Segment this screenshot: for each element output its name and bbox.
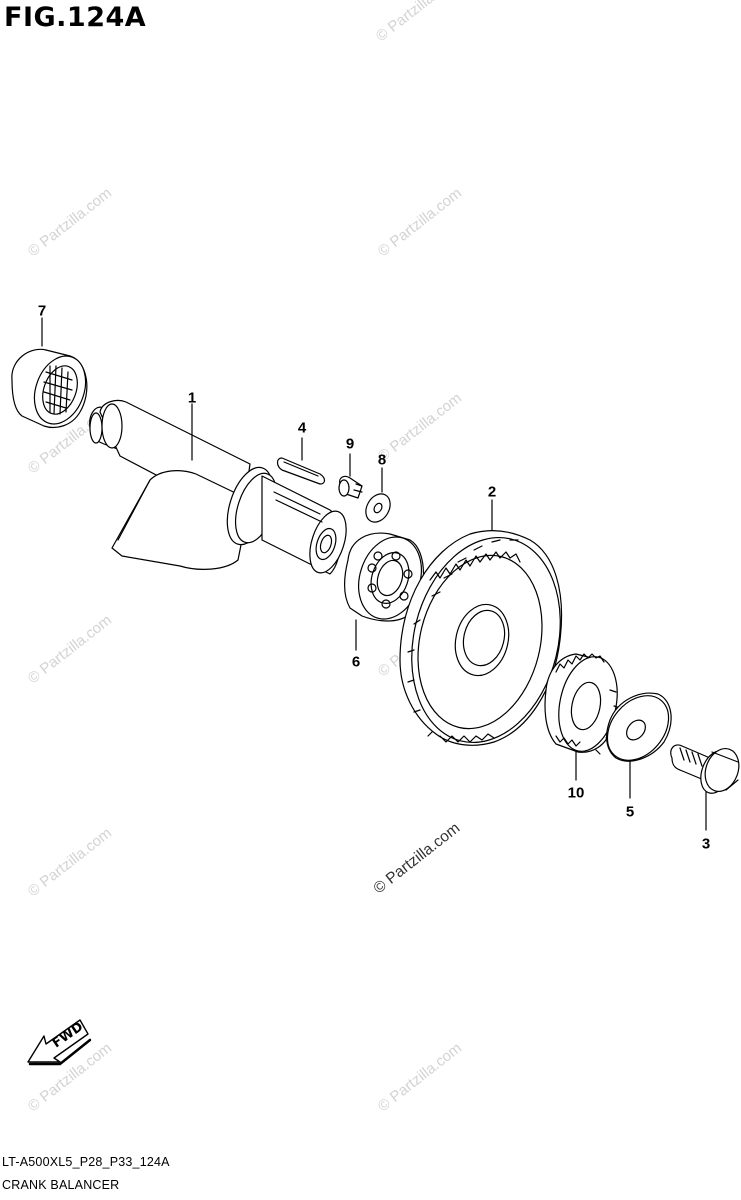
washer-icon[interactable] (595, 684, 681, 799)
flange-bolt-icon[interactable] (670, 744, 741, 831)
driven-gear-icon[interactable] (391, 499, 581, 758)
balancer-shaft-icon[interactable] (89, 399, 353, 577)
key-icon[interactable] (276, 437, 326, 485)
pin-icon[interactable] (338, 453, 363, 499)
callout-1[interactable]: 1 (187, 389, 197, 407)
sub-gear-icon[interactable] (544, 651, 625, 781)
callout-8[interactable]: 8 (377, 451, 387, 469)
callout-4[interactable]: 4 (297, 419, 307, 437)
callout-2[interactable]: 2 (487, 483, 497, 501)
ball-bearing-icon[interactable] (343, 529, 432, 651)
callout-9[interactable]: 9 (345, 435, 355, 453)
figure-title: FIG.124A (4, 2, 147, 33)
needle-bearing-icon[interactable] (11, 317, 95, 431)
figure-code: LT-A500XL5_P28_P33_124A (2, 1155, 170, 1169)
callout-3[interactable]: 3 (701, 835, 711, 853)
small-washer-icon[interactable] (361, 467, 395, 526)
callout-5[interactable]: 5 (625, 803, 635, 821)
figure-name: CRANK BALANCER (2, 1178, 120, 1192)
callout-7[interactable]: 7 (37, 302, 47, 320)
callout-10[interactable]: 10 (567, 784, 585, 802)
callout-6[interactable]: 6 (351, 653, 361, 671)
forward-arrow-icon (27, 1019, 92, 1066)
